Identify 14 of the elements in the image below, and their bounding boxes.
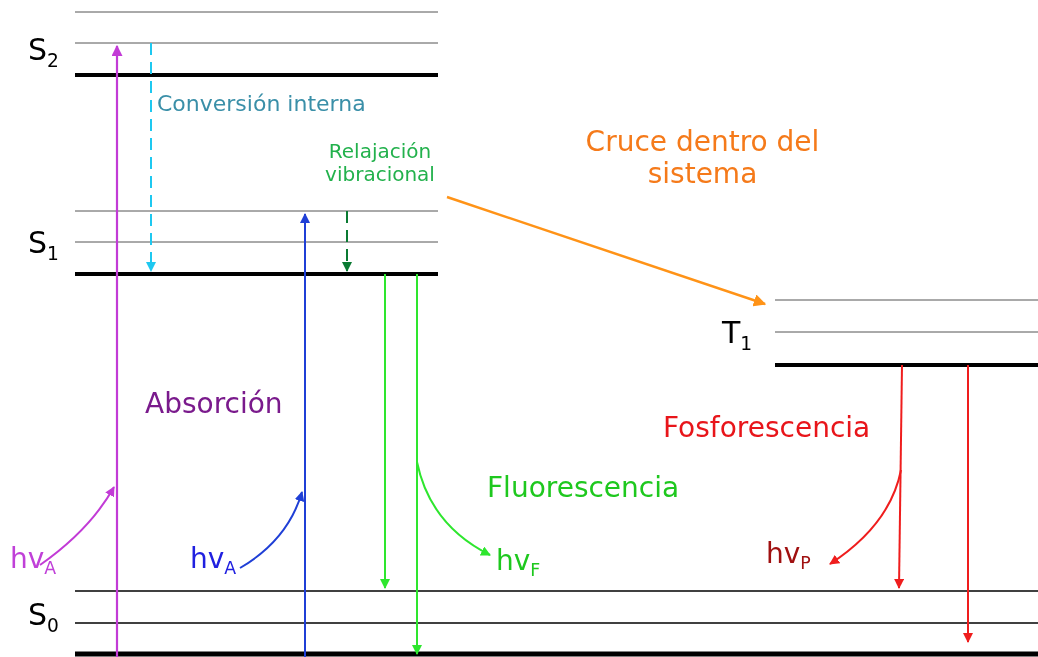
process-label: Absorción bbox=[145, 388, 283, 421]
process-label: Cruce dentro del sistema bbox=[584, 126, 821, 191]
state-label: S$_{0}$ bbox=[28, 598, 59, 633]
process-label: Relajación vibracional bbox=[324, 140, 436, 186]
photon-label: hv$_{A}$ bbox=[10, 543, 57, 576]
state-label: S$_{1}$ bbox=[28, 226, 59, 261]
state-label: S$_{2}$ bbox=[28, 33, 59, 68]
process-label: Fosforescencia bbox=[663, 412, 871, 445]
state-label: T$_{1}$ bbox=[722, 316, 753, 351]
photon-label: hv$_{F}$ bbox=[496, 545, 541, 578]
process-label: Conversión interna bbox=[157, 91, 366, 117]
photon-label: hv$_{P}$ bbox=[766, 538, 811, 571]
photon-label: hv$_{A}$ bbox=[190, 543, 237, 576]
process-label: Fluorescencia bbox=[487, 472, 680, 505]
